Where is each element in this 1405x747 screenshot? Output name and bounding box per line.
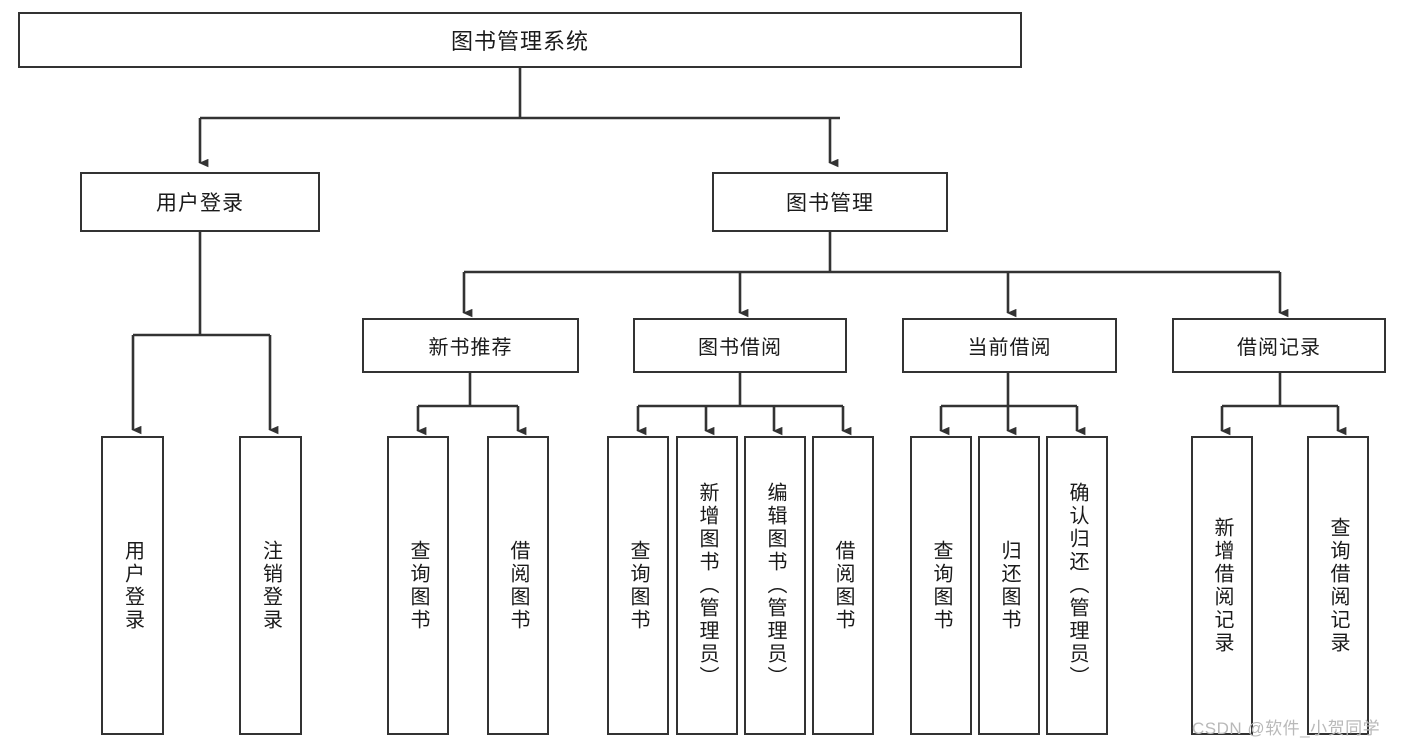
csdn-watermark: CSDN @软件_小贺同学 bbox=[1192, 719, 1381, 738]
node-leaf-add-book-label: 新增图书（管理员） bbox=[696, 482, 718, 689]
node-new-book-recommend[interactable]: 新书推荐 bbox=[362, 318, 579, 373]
node-leaf-borrow-book-2[interactable]: 借阅图书 bbox=[812, 436, 874, 735]
node-leaf-logout-login-label: 注销登录 bbox=[259, 539, 282, 632]
node-leaf-borrow-book-2-label: 借阅图书 bbox=[832, 539, 854, 632]
node-user-login-label: 用户登录 bbox=[156, 192, 244, 215]
node-leaf-query-book-2[interactable]: 查询图书 bbox=[607, 436, 669, 735]
node-leaf-add-record[interactable]: 新增借阅记录 bbox=[1191, 436, 1253, 735]
node-user-login[interactable]: 用户登录 bbox=[80, 172, 320, 232]
node-root-label: 图书管理系统 bbox=[450, 29, 589, 54]
node-leaf-borrow-book-1[interactable]: 借阅图书 bbox=[487, 436, 549, 735]
node-leaf-return-book[interactable]: 归还图书 bbox=[978, 436, 1040, 735]
node-current-borrow[interactable]: 当前借阅 bbox=[902, 318, 1117, 373]
node-leaf-add-record-label: 新增借阅记录 bbox=[1211, 516, 1233, 655]
node-leaf-return-book-label: 归还图书 bbox=[998, 539, 1020, 632]
node-book-borrow[interactable]: 图书借阅 bbox=[633, 318, 847, 373]
node-leaf-query-record[interactable]: 查询借阅记录 bbox=[1307, 436, 1369, 735]
node-leaf-query-record-label: 查询借阅记录 bbox=[1327, 516, 1349, 655]
node-leaf-logout-login[interactable]: 注销登录 bbox=[239, 436, 302, 735]
node-book-management-label: 图书管理 bbox=[786, 192, 874, 215]
node-leaf-query-book-3-label: 查询图书 bbox=[930, 539, 952, 632]
node-book-management[interactable]: 图书管理 bbox=[712, 172, 948, 232]
node-leaf-add-book[interactable]: 新增图书（管理员） bbox=[676, 436, 738, 735]
node-borrow-record[interactable]: 借阅记录 bbox=[1172, 318, 1386, 373]
node-root[interactable]: 图书管理系统 bbox=[18, 12, 1022, 68]
node-book-borrow-label: 图书借阅 bbox=[698, 337, 782, 359]
node-leaf-query-book-2-label: 查询图书 bbox=[627, 539, 649, 632]
node-leaf-confirm-return-label: 确认归还（管理员） bbox=[1066, 482, 1088, 689]
node-leaf-query-book-1[interactable]: 查询图书 bbox=[387, 436, 449, 735]
node-leaf-edit-book-label: 编辑图书（管理员） bbox=[764, 482, 786, 689]
node-leaf-user-login-label: 用户登录 bbox=[121, 539, 144, 632]
node-current-borrow-label: 当前借阅 bbox=[967, 337, 1052, 359]
node-leaf-query-book-1-label: 查询图书 bbox=[407, 539, 429, 632]
node-leaf-edit-book[interactable]: 编辑图书（管理员） bbox=[744, 436, 806, 735]
node-borrow-record-label: 借阅记录 bbox=[1237, 337, 1321, 359]
node-leaf-confirm-return[interactable]: 确认归还（管理员） bbox=[1046, 436, 1108, 735]
node-leaf-query-book-3[interactable]: 查询图书 bbox=[910, 436, 972, 735]
node-leaf-user-login[interactable]: 用户登录 bbox=[101, 436, 164, 735]
node-leaf-borrow-book-1-label: 借阅图书 bbox=[507, 539, 529, 632]
node-new-book-recommend-label: 新书推荐 bbox=[428, 337, 513, 359]
